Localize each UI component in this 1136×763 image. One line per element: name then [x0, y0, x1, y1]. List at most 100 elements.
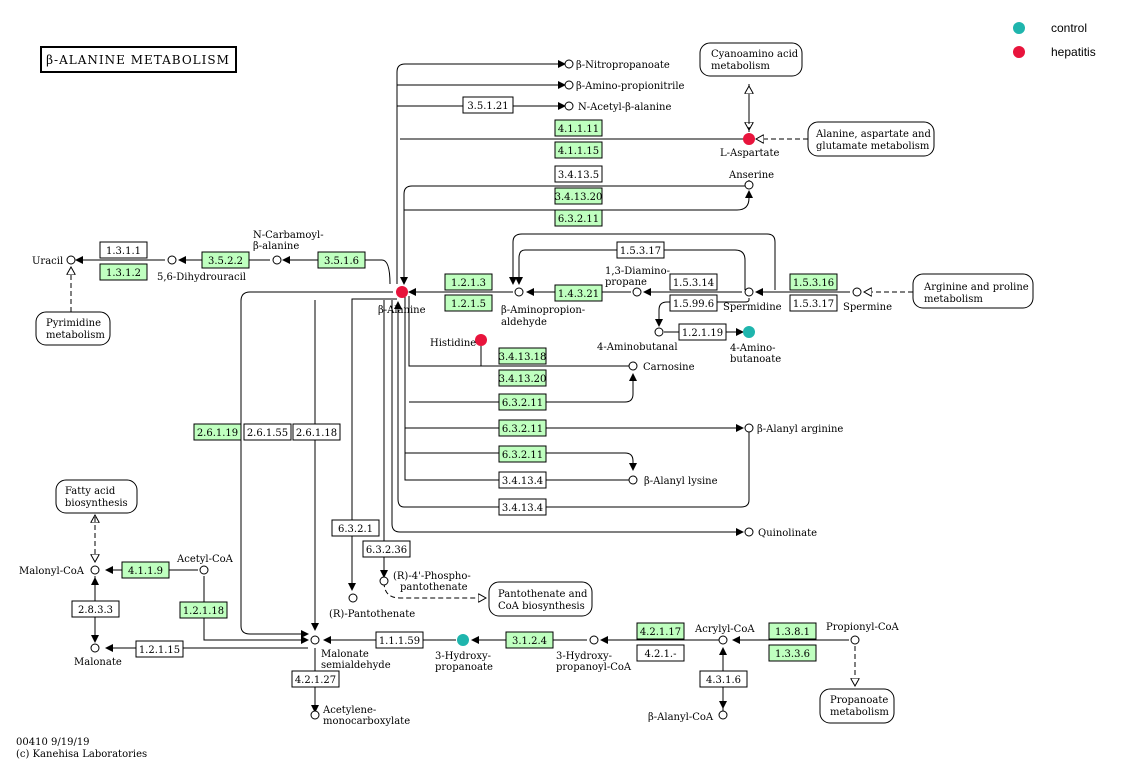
compound-uracil[interactable] — [66, 255, 76, 265]
enzyme-box-e6-3-2-11a[interactable]: 6.3.2.11 — [554, 209, 603, 227]
compound-hydroxypropanoate[interactable] — [457, 634, 469, 646]
compound-phosphopantothenate[interactable] — [379, 576, 389, 586]
enzyme-box-e1-5-3-16[interactable]: 1.5.3.16 — [789, 273, 838, 291]
compound-label: Acrylyl-CoA — [694, 624, 755, 635]
compound-spermidine[interactable] — [744, 287, 754, 297]
compound-acetyl-alanine[interactable] — [564, 101, 574, 111]
compound-label: Carnosine — [643, 362, 695, 373]
compound-acrylyl-coa[interactable] — [718, 635, 728, 645]
enzyme-box-e6-3-2-11d[interactable]: 6.3.2.11 — [498, 445, 547, 463]
compound-propionyl-coa[interactable] — [850, 635, 860, 645]
enzyme-box-e3-4-13-18[interactable]: 3.4.13.18 — [498, 347, 547, 365]
compound-label: N-Acetyl-β-alanine — [578, 102, 671, 113]
title-box — [40, 46, 237, 73]
enzyme-box-e6-3-2-36[interactable]: 6.3.2.36 — [362, 540, 411, 558]
enzyme-box-e3-5-1-21[interactable]: 3.5.1.21 — [462, 96, 514, 114]
compound-aspartate[interactable] — [743, 133, 755, 145]
compound-malonyl-coa[interactable] — [90, 565, 100, 575]
enzyme-box-e2-8-3-3[interactable]: 2.8.3.3 — [71, 600, 120, 618]
enzyme-box-e6-3-2-1[interactable]: 6.3.2.1 — [331, 519, 380, 537]
enzyme-label: 1.2.1.5 — [451, 299, 486, 310]
enzyme-box-e6-3-2-11b[interactable]: 6.3.2.11 — [498, 393, 547, 411]
compound-alanyl-coa[interactable] — [718, 710, 728, 720]
enzyme-box-e1-2-1-19[interactable]: 1.2.1.19 — [678, 323, 727, 341]
compound-aminobutanoate[interactable] — [743, 326, 755, 338]
enzyme-box-e1-2-1-15[interactable]: 1.2.1.15 — [135, 640, 184, 658]
map-cyanoamino-acid[interactable]: Cyanoamino acid metabolism — [699, 42, 803, 77]
compound-acetylene-monocarboxylate[interactable] — [310, 710, 320, 720]
compound-carbamoyl-alanine[interactable] — [272, 255, 282, 265]
compound-quinolinate[interactable] — [744, 527, 754, 537]
footer-line-2: (c) Kanehisa Laboratories — [16, 749, 147, 760]
enzyme-box-e4-3-1-6[interactable]: 4.3.1.6 — [699, 670, 748, 688]
enzyme-box-e1-3-1-2[interactable]: 1.3.1.2 — [99, 263, 148, 281]
enzyme-box-e3-4-13-20b[interactable]: 3.4.13.20 — [498, 369, 547, 387]
enzyme-box-e1-1-1-59[interactable]: 1.1.1.59 — [375, 631, 424, 649]
compound-label: pantothenate — [400, 582, 468, 593]
enzyme-box-e4-2-1-17[interactable]: 4.2.1.17 — [636, 622, 685, 640]
compound-label: β-Alanyl-CoA — [648, 712, 714, 723]
compounds: β-Nitropropanoate β-Amino-propionitrile … — [19, 59, 899, 727]
enzyme-box-e1-3-1-1[interactable]: 1.3.1.1 — [99, 241, 148, 259]
compound-beta-alanine[interactable] — [396, 286, 408, 298]
enzyme-label: 3.4.13.20 — [499, 374, 547, 385]
enzyme-box-e1-3-3-6[interactable]: 1.3.3.6 — [768, 644, 817, 662]
compound-label: Spermine — [843, 302, 892, 313]
compound-aminopropionaldehyde[interactable] — [514, 287, 524, 297]
enzyme-box-e6-3-2-11c[interactable]: 6.3.2.11 — [498, 419, 547, 437]
enzyme-box-e3-4-13-4b[interactable]: 3.4.13.4 — [498, 498, 547, 516]
enzyme-box-e3-1-2-4[interactable]: 3.1.2.4 — [505, 631, 554, 649]
compound-aminopropionitrile[interactable] — [564, 80, 574, 90]
enzyme-box-e2-6-1-55[interactable]: 2.6.1.55 — [243, 423, 292, 441]
enzyme-box-e1-2-1-5[interactable]: 1.2.1.5 — [444, 294, 493, 312]
map-fatty-acid[interactable]: Fatty acid biosynthesis — [55, 479, 138, 514]
enzyme-box-e4-2-1-27[interactable]: 4.2.1.27 — [291, 670, 340, 688]
enzyme-box-e1-2-1-18[interactable]: 1.2.1.18 — [179, 601, 228, 619]
enzyme-box-e3-5-2-2[interactable]: 3.5.2.2 — [201, 251, 250, 269]
compound-aminobutanal[interactable] — [654, 327, 664, 337]
enzyme-box-e1-5-3-14[interactable]: 1.5.3.14 — [669, 273, 718, 291]
compound-carnosine[interactable] — [628, 361, 638, 371]
compound-malonate-semialdehyde[interactable] — [310, 635, 320, 645]
compound-spermine[interactable] — [852, 287, 862, 297]
enzyme-box-e1-5-3-17a[interactable]: 1.5.3.17 — [616, 241, 665, 259]
map-pantothenate[interactable]: Pantothenate and CoA biosynthesis — [488, 581, 593, 617]
enzyme-box-e4-2-1-dash[interactable]: 4.2.1.- — [636, 644, 685, 662]
map-arginine-proline[interactable]: Arginine and proline metabolism — [912, 273, 1034, 309]
enzyme-box-e2-6-1-19[interactable]: 2.6.1.19 — [193, 423, 242, 441]
enzyme-box-e3-4-13-5[interactable]: 3.4.13.5 — [554, 165, 603, 183]
compound-hydroxypropanoyl-coa[interactable] — [589, 635, 599, 645]
map-alanine-aspartate-glutamate[interactable]: Alanine, aspartate and glutamate metabol… — [807, 121, 935, 157]
compound-alanyl-arginine[interactable] — [744, 423, 754, 433]
enzyme-label: 1.5.99.6 — [673, 299, 714, 310]
map-label: Pantothenate and — [498, 589, 588, 600]
enzyme-box-e1-3-8-1[interactable]: 1.3.8.1 — [768, 622, 817, 640]
enzyme-label: 3.5.2.2 — [208, 256, 243, 267]
enzyme-box-e1-4-3-21[interactable]: 1.4.3.21 — [554, 284, 603, 302]
map-pyrimidine[interactable]: Pyrimidine metabolism — [35, 311, 111, 346]
enzyme-box-e4-1-1-9[interactable]: 4.1.1.9 — [121, 561, 170, 579]
enzyme-box-e3-4-13-20a[interactable]: 3.4.13.20 — [554, 187, 603, 205]
compound-pantothenate[interactable] — [348, 593, 358, 603]
enzyme-box-e1-5-99-6[interactable]: 1.5.99.6 — [669, 294, 718, 312]
compound-nitropropanoate[interactable] — [564, 59, 574, 69]
enzyme-box-e1-5-3-17b[interactable]: 1.5.3.17 — [789, 294, 838, 312]
enzyme-label: 2.6.1.18 — [296, 428, 337, 439]
map-propanoate[interactable]: Propanoate metabolism — [819, 688, 895, 724]
compound-dihydrouracil[interactable] — [167, 255, 177, 265]
enzyme-box-e4-1-1-11[interactable]: 4.1.1.11 — [554, 119, 603, 137]
compound-label: Malonate — [74, 657, 122, 668]
enzyme-box-e3-4-13-4a[interactable]: 3.4.13.4 — [498, 471, 547, 489]
compound-alanyl-lysine[interactable] — [628, 475, 638, 485]
enzyme-box-e4-1-1-15[interactable]: 4.1.1.15 — [554, 141, 603, 159]
map-label: Cyanoamino acid — [711, 49, 799, 60]
compound-anserine[interactable] — [744, 180, 754, 190]
compound-malonate[interactable] — [90, 643, 100, 653]
compound-diaminopropane[interactable] — [632, 287, 642, 297]
compound-histidine[interactable] — [475, 334, 487, 346]
enzyme-box-e2-6-1-18[interactable]: 2.6.1.18 — [292, 423, 341, 441]
enzyme-box-e1-2-1-3[interactable]: 1.2.1.3 — [444, 273, 493, 291]
enzyme-box-e3-5-1-6[interactable]: 3.5.1.6 — [317, 251, 366, 269]
enzyme-label: 2.6.1.19 — [197, 428, 238, 439]
compound-acetyl-coa[interactable] — [199, 565, 209, 575]
